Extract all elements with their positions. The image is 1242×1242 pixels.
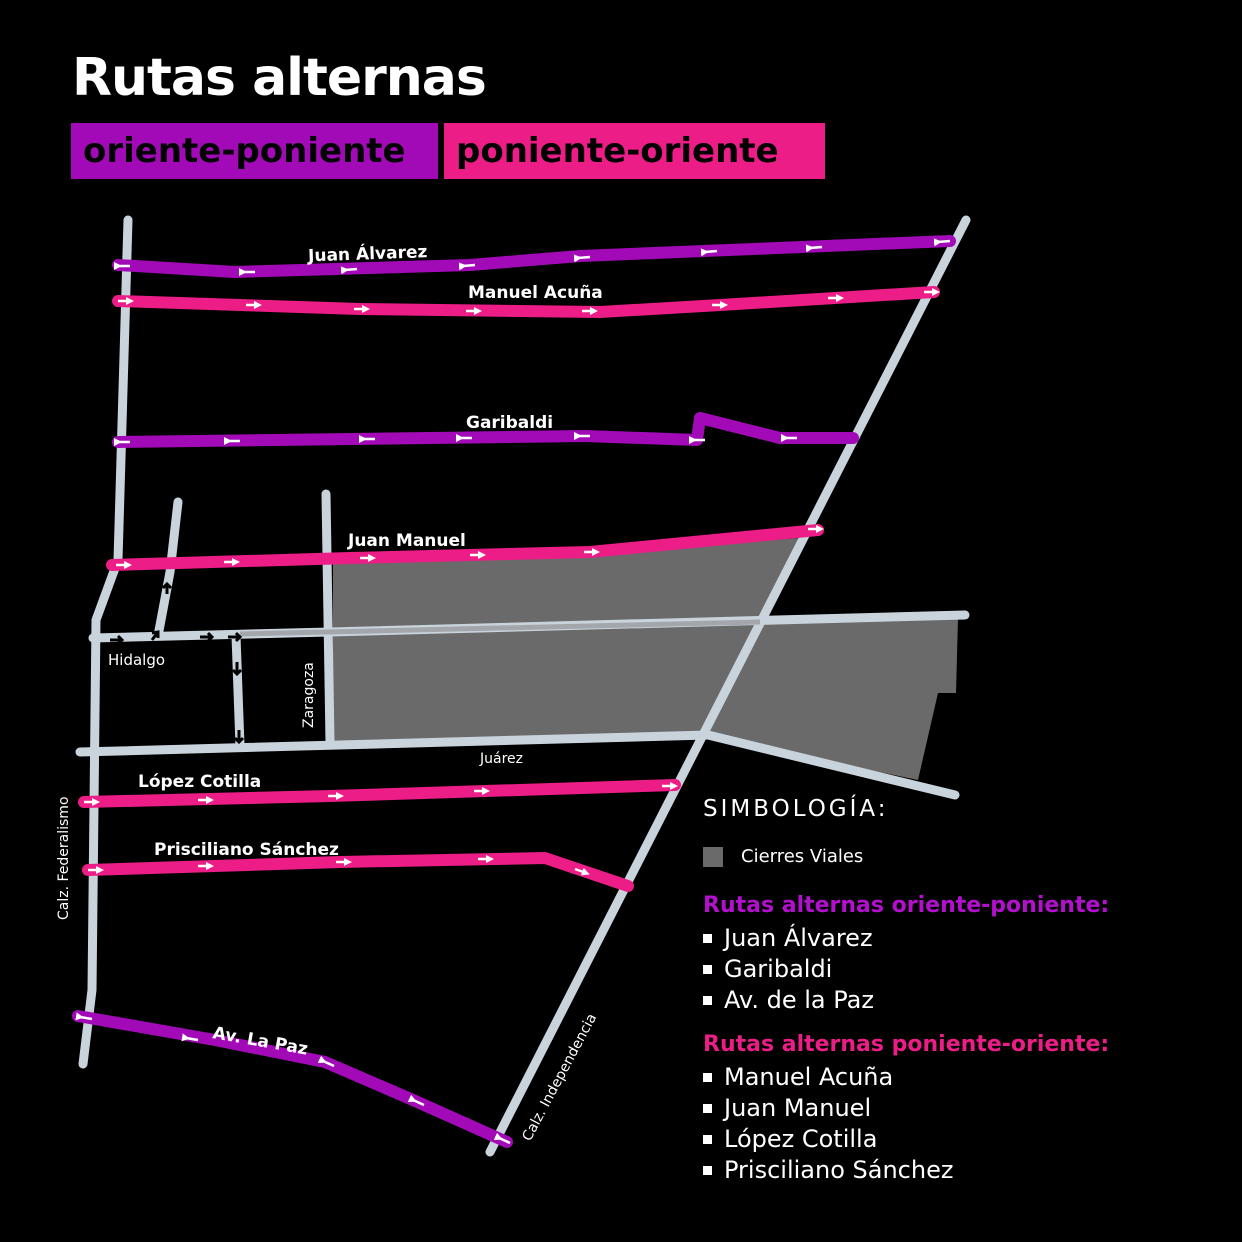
closure-swatch: [703, 846, 723, 867]
list-item: Av. de la Paz: [703, 985, 1223, 1016]
bullet-icon: [703, 1166, 712, 1175]
list-item: Garibaldi: [703, 954, 1223, 985]
legend-list-poniente-oriente: Manuel Acuña Juan Manuel López Cotilla P…: [703, 1062, 1223, 1186]
label-calz-federalismo: Calz. Federalismo: [56, 796, 72, 920]
list-item-label: López Cotilla: [724, 1125, 878, 1153]
street-calz-independencia: [485, 215, 971, 1157]
street-juarez-east: [703, 730, 960, 800]
bullet-icon: [703, 934, 712, 943]
label-hidalgo: Hidalgo: [108, 651, 165, 669]
bullet-icon: [703, 1104, 712, 1113]
label-garibaldi: Garibaldi: [466, 413, 553, 433]
closure-label: Cierres Viales: [741, 846, 864, 867]
list-item-label: Juan Manuel: [724, 1094, 872, 1122]
legend-title: SIMBOLOGÍA:: [703, 796, 889, 822]
tag-poniente-oriente: poniente-oriente: [444, 123, 825, 179]
list-item: Prisciliano Sánchez: [703, 1155, 1223, 1186]
route-manuel-acuna: [112, 286, 940, 318]
label-juan-alvarez: Juan Álvarez: [307, 240, 428, 266]
street-zaragoza: [321, 489, 335, 747]
label-juarez: Juárez: [479, 751, 523, 767]
tag-oriente-poniente: oriente-poniente: [71, 123, 438, 179]
label-lopez-cotilla: López Cotilla: [138, 772, 261, 792]
legend: SIMBOLOGÍA: Cierres Viales Rutas alterna…: [703, 796, 1223, 1186]
bullet-icon: [703, 1073, 712, 1082]
route-av-la-paz: [72, 1010, 513, 1148]
bullet-icon: [703, 996, 712, 1005]
legend-closures: Cierres Viales: [703, 846, 1223, 867]
label-prisciliano-sanchez: Prisciliano Sánchez: [154, 840, 339, 860]
legend-group-title-poniente-oriente: Rutas alternas poniente-oriente:: [703, 1032, 1110, 1057]
arrows-local: [110, 581, 245, 745]
route-prisciliano-sanchez: [82, 852, 634, 892]
street-small-south: [231, 631, 245, 751]
bullet-icon: [703, 1135, 712, 1144]
list-item-label: Av. de la Paz: [724, 986, 874, 1014]
arrows-east: [84, 287, 941, 876]
label-zaragoza: Zaragoza: [301, 662, 317, 728]
arrows-west: [75, 238, 951, 1145]
street-small-north: [153, 497, 183, 641]
label-juan-manuel: Juan Manuel: [347, 531, 466, 551]
list-item-label: Manuel Acuña: [724, 1063, 894, 1091]
hidalgo-closed-segment: [239, 619, 761, 637]
list-item-label: Prisciliano Sánchez: [724, 1156, 954, 1184]
legend-group-title-oriente-poniente: Rutas alternas oriente-poniente:: [703, 893, 1110, 918]
list-item: Manuel Acuña: [703, 1062, 1223, 1093]
list-item-label: Garibaldi: [724, 955, 833, 983]
label-manuel-acuna: Manuel Acuña: [468, 283, 603, 303]
list-item: López Cotilla: [703, 1124, 1223, 1155]
route-juan-alvarez: [112, 235, 956, 278]
legend-list-oriente-poniente: Juan Álvarez Garibaldi Av. de la Paz: [703, 923, 1223, 1016]
list-item: Juan Álvarez: [703, 923, 1223, 954]
page-title: Rutas alternas: [72, 48, 487, 108]
list-item-label: Juan Álvarez: [724, 924, 873, 952]
street-juarez: [75, 730, 713, 757]
closure-area: [333, 538, 958, 780]
list-item: Juan Manuel: [703, 1093, 1223, 1124]
bullet-icon: [703, 965, 712, 974]
